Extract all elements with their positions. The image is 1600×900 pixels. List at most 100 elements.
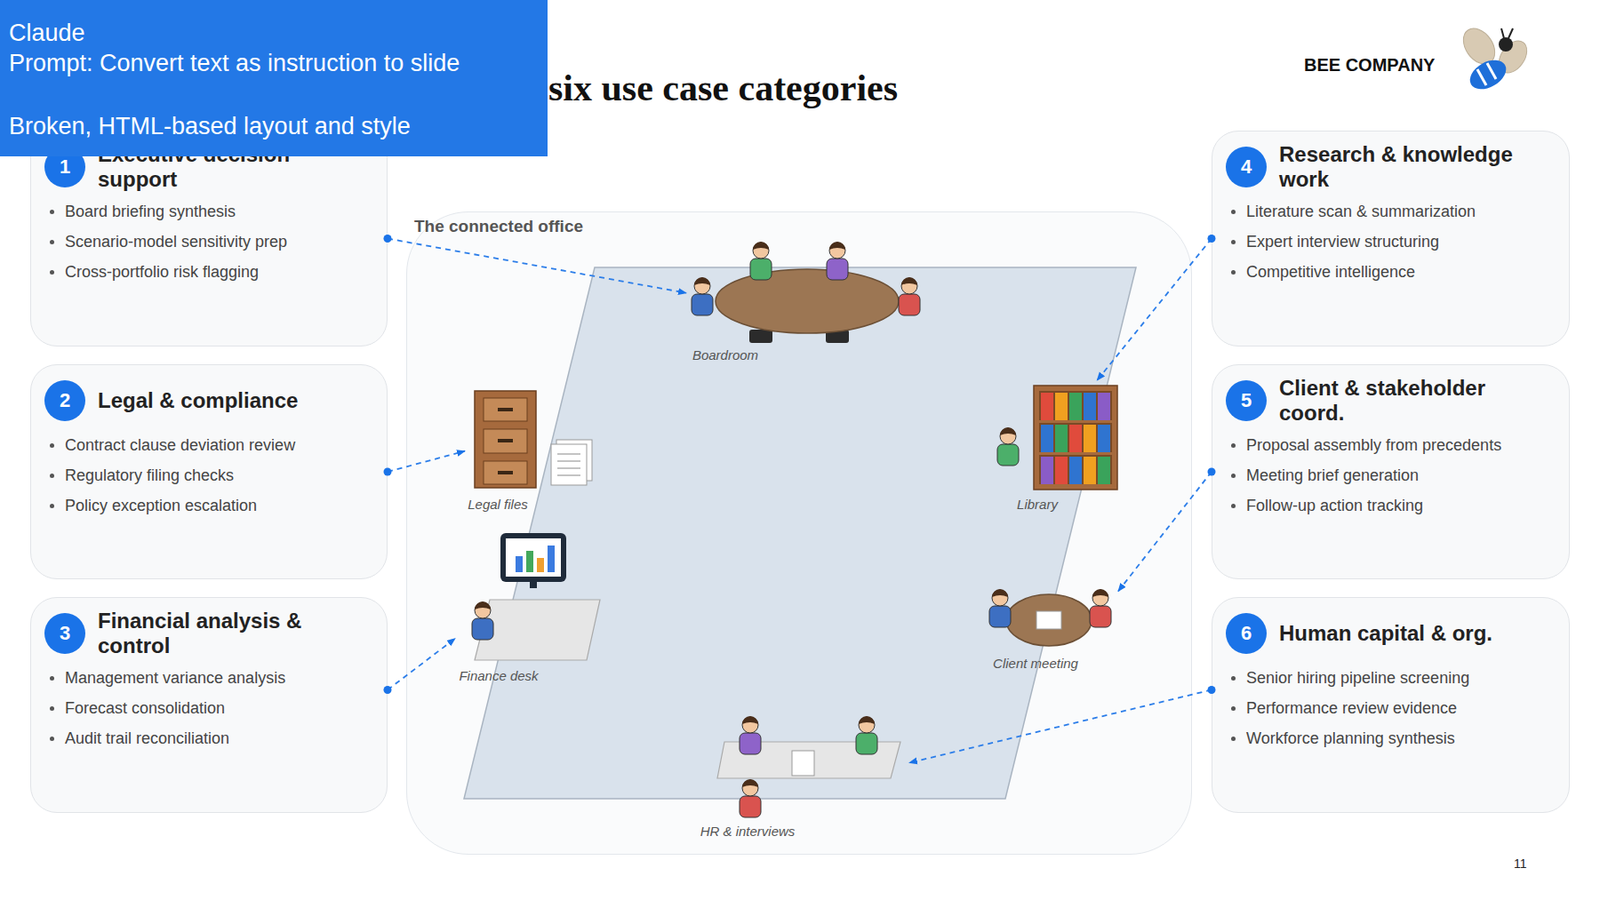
dashed-connector <box>387 451 465 472</box>
bee-logo <box>1456 22 1533 96</box>
desk <box>474 600 600 661</box>
bullet-dot <box>1231 240 1236 245</box>
person-figure <box>997 427 1019 466</box>
number-badge: 5 <box>1225 380 1267 422</box>
drawer-handle <box>497 408 513 412</box>
bullet-row: Management variance analysis <box>31 666 387 690</box>
bullet-text: Cross-portfolio risk flagging <box>64 260 259 284</box>
bee-stripe <box>1477 69 1487 86</box>
bullet-row: Contract clause deviation review <box>31 433 387 457</box>
office-station: Client meeting <box>980 587 1119 672</box>
slide-title: six use case categories <box>548 67 898 109</box>
chart-bar <box>547 545 555 573</box>
bullet-dot <box>1231 270 1236 275</box>
book <box>1040 392 1054 421</box>
use-case-card: Research & knowledge workLiterature scan… <box>1211 130 1570 347</box>
meeting-table <box>1006 594 1092 647</box>
drawer-handle <box>497 471 513 475</box>
book <box>1055 456 1068 485</box>
bee-antenna <box>1508 28 1513 39</box>
book <box>1097 424 1111 453</box>
prompt-overlay <box>0 0 548 157</box>
bullet-dot <box>49 209 55 215</box>
library-drawing <box>997 385 1118 490</box>
bee-wing <box>1456 22 1502 70</box>
chair <box>749 329 773 344</box>
bullet-text: Board briefing synthesis <box>64 200 236 224</box>
bullet-text: Scenario-model sensitivity prep <box>64 230 288 254</box>
bullet-text: Management variance analysis <box>64 666 286 690</box>
person-figure <box>750 241 772 280</box>
bee-antenna <box>1501 28 1504 39</box>
bookcase <box>1033 385 1118 490</box>
boardroom-drawing <box>691 241 920 344</box>
book <box>1055 424 1068 453</box>
monitor-stand <box>529 581 537 589</box>
bullet-dot <box>49 676 55 681</box>
callout-number: 3 <box>59 622 71 646</box>
bullet-text: Contract clause deviation review <box>64 433 296 457</box>
bullet-row: Cross-portfolio risk flagging <box>31 260 387 284</box>
boardroom-table <box>715 269 899 334</box>
cabinet-drawer <box>483 461 528 485</box>
person-figure <box>691 277 713 316</box>
station-caption: Legal files <box>467 496 528 513</box>
office-station: Library <box>992 380 1124 513</box>
connector-dot <box>384 234 392 243</box>
cabinet-drawer <box>483 429 528 454</box>
book <box>1083 456 1096 485</box>
shelf <box>1039 423 1112 453</box>
bullet-text: Senior hiring pipeline screening <box>1246 666 1470 690</box>
paper-line <box>557 461 581 463</box>
office-station: Boardroom <box>686 243 930 364</box>
shelf <box>1039 391 1112 421</box>
connector-dot <box>1208 234 1216 243</box>
monitor-screen <box>505 538 561 577</box>
dashed-connector <box>387 639 456 691</box>
bullet-text: Proposal assembly from precedents <box>1246 433 1502 457</box>
connector-dot <box>384 468 392 477</box>
bullet-dot <box>1231 473 1236 479</box>
bullet-text: Follow-up action tracking <box>1246 494 1424 518</box>
office-floor <box>464 267 1136 800</box>
station-caption: Finance desk <box>458 668 538 685</box>
interview-paper <box>792 751 815 776</box>
bullet-row: Audit trail reconciliation <box>31 727 387 751</box>
book <box>1055 392 1068 421</box>
station-caption: Library <box>1016 496 1058 513</box>
person-figure <box>739 779 761 818</box>
card-heading: Research & knowledge work <box>1279 142 1533 192</box>
chart-bar <box>515 556 523 573</box>
use-case-card: Client & stakeholder coord.Proposal asse… <box>1211 364 1570 580</box>
bullet-dot <box>49 240 55 245</box>
connector-dot <box>1208 686 1216 695</box>
bee-body <box>1464 54 1512 96</box>
book <box>1097 392 1111 421</box>
bee-head <box>1498 37 1513 52</box>
book <box>1083 424 1096 453</box>
bullet-dot <box>1231 443 1236 448</box>
book <box>1069 392 1082 421</box>
bullet-row: Follow-up action tracking <box>1212 494 1569 518</box>
person-figure <box>898 277 920 316</box>
cabinet-drawer <box>483 398 528 422</box>
bullet-text: Workforce planning synthesis <box>1246 727 1456 751</box>
person-figure <box>989 589 1011 628</box>
shelf <box>1039 455 1112 485</box>
hr-drawing <box>717 716 901 818</box>
bullet-row: Expert interview structuring <box>1212 230 1569 254</box>
bullet-dot <box>1231 706 1236 712</box>
bullet-text: Performance review evidence <box>1246 696 1457 720</box>
brand-name: BEE COMPANY <box>1304 54 1435 76</box>
office-station: HR & interviews <box>710 715 910 840</box>
office-panel: The connected officeBoardroomLegal files… <box>406 211 1192 856</box>
card-heading: Legal & compliance <box>97 388 352 414</box>
bullet-row: Workforce planning synthesis <box>1212 727 1569 751</box>
paper-line <box>557 454 581 456</box>
file-cabinet <box>474 391 536 488</box>
chart-bar <box>536 558 544 573</box>
number-badge: 3 <box>44 613 86 655</box>
bullet-dot <box>1231 209 1236 215</box>
person-figure <box>739 716 761 755</box>
bullet-dot <box>1231 736 1236 742</box>
